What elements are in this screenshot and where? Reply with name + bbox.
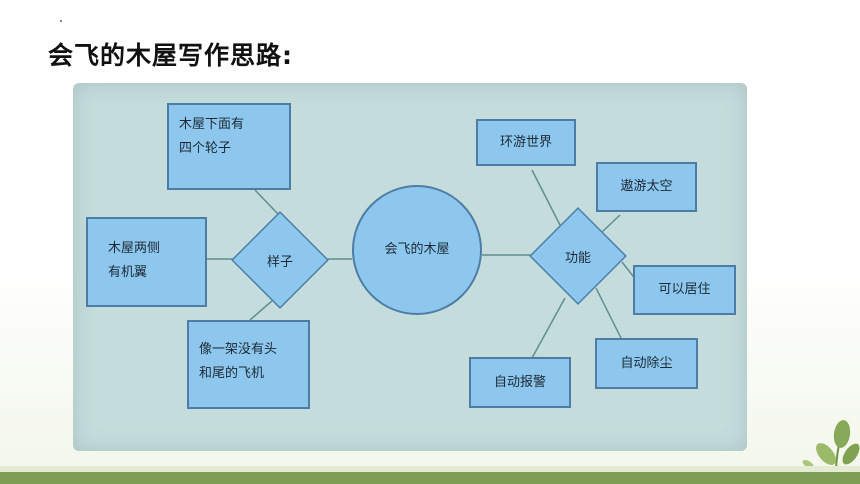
node-left-wings-line2: 有机翼 — [108, 265, 148, 280]
connector-right-hub-node4 — [595, 287, 623, 341]
node-left-wheels: 木屋下面有 四个轮子 — [167, 103, 291, 190]
node-left-plane-line2: 和尾的飞机 — [199, 366, 265, 381]
node-right-livable-label: 可以居住 — [658, 282, 711, 297]
node-left-plane: 像一架没有头 和尾的飞机 — [187, 320, 310, 409]
footer-band — [0, 472, 860, 484]
connector-left-hub-node3 — [249, 299, 274, 321]
node-left-plane-line1: 像一架没有头 — [199, 342, 278, 357]
node-left-wheels-line2: 四个轮子 — [179, 141, 232, 156]
hub-function-diamond: 功能 — [529, 207, 627, 305]
connector-left-hub-node1 — [254, 189, 279, 215]
decorative-dot — [60, 20, 62, 22]
node-right-world-tour-label: 环游世界 — [499, 134, 552, 150]
node-right-dust: 自动除尘 — [595, 338, 698, 389]
hub-function-label: 功能 — [564, 250, 591, 266]
node-right-world-tour: 环游世界 — [476, 119, 576, 166]
center-topic-circle: 会飞的木屋 — [352, 185, 482, 315]
node-right-alarm: 自动报警 — [469, 357, 571, 408]
node-right-livable: 可以居住 — [633, 265, 736, 315]
slide-title: 会飞的木屋写作思路: — [48, 41, 293, 70]
node-right-alarm-label: 自动报警 — [493, 374, 546, 390]
connector-right-hub-node5 — [531, 297, 566, 359]
node-right-dust-label: 自动除尘 — [620, 355, 673, 371]
hub-appearance-label: 样子 — [266, 254, 293, 270]
hub-appearance-diamond: 样子 — [231, 211, 329, 309]
leaf-plant-icon — [802, 420, 860, 474]
connector-right-hub-node2 — [601, 214, 621, 233]
node-left-wings-line1: 木屋两侧 — [108, 241, 161, 256]
footer-band-light — [0, 466, 860, 472]
node-right-space: 遨游太空 — [596, 162, 697, 212]
node-left-wheels-line1: 木屋下面有 — [179, 117, 245, 132]
node-left-wings: 木屋两侧 有机翼 — [86, 217, 207, 307]
center-topic-label: 会飞的木屋 — [384, 242, 450, 257]
node-right-space-label: 遨游太空 — [620, 179, 673, 194]
connector-right-hub-node1 — [531, 169, 561, 226]
